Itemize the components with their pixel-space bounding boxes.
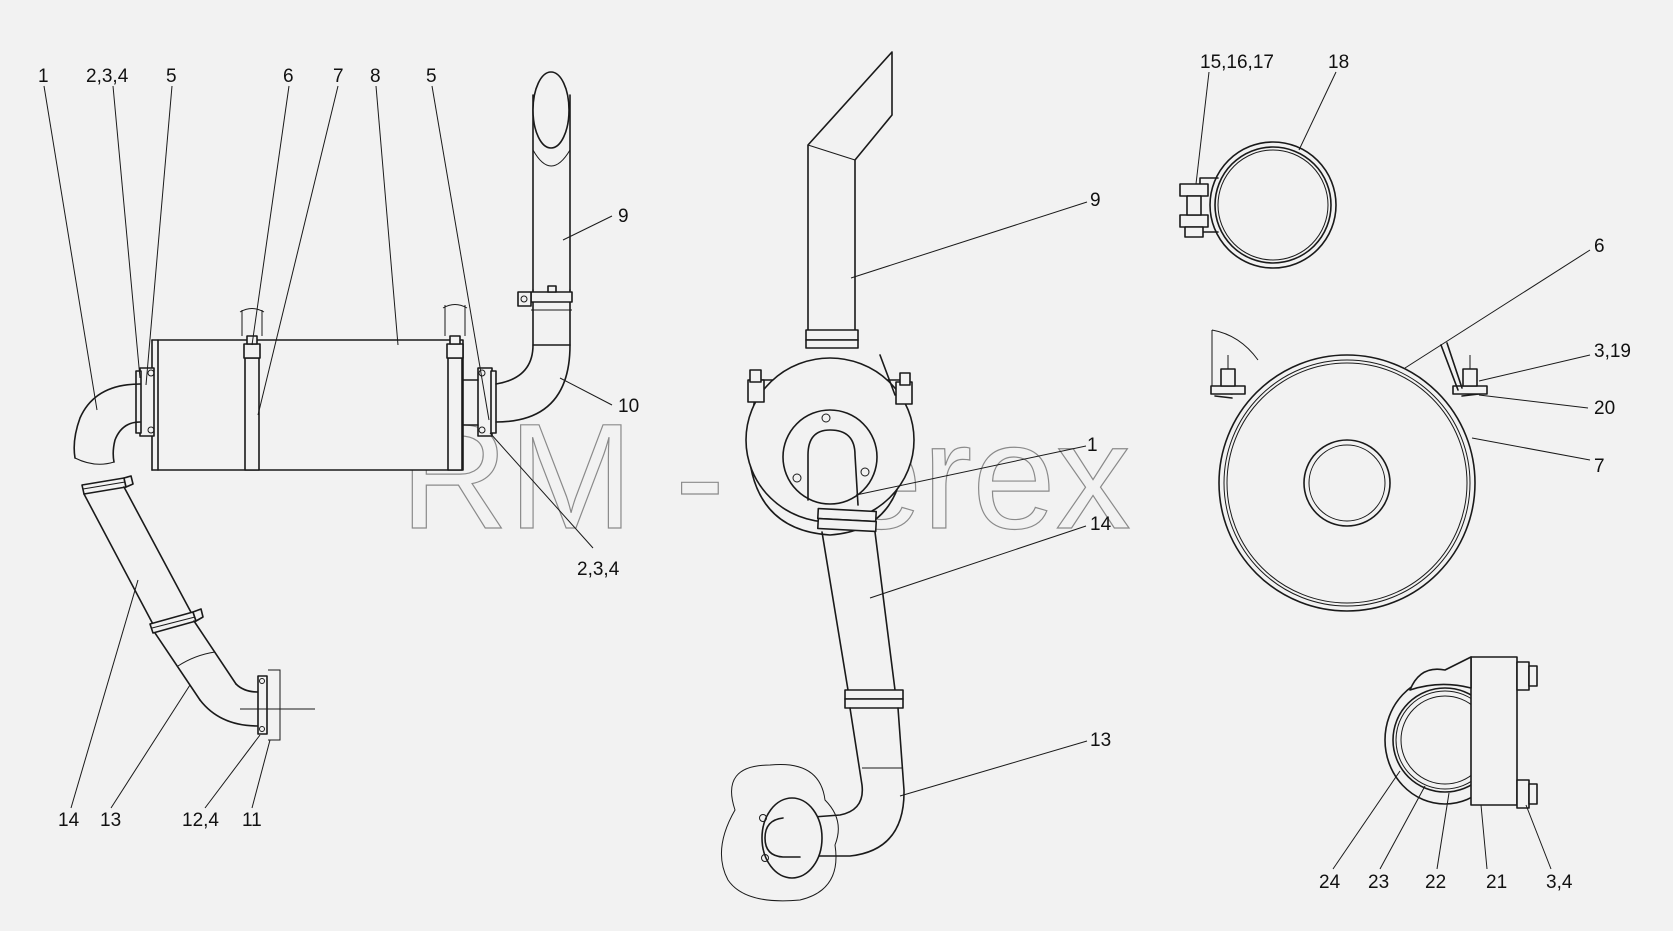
callout-3-19: 3,19	[1594, 341, 1631, 362]
muffler-end-view	[1210, 329, 1488, 612]
callout-5: 5	[166, 66, 177, 87]
callout-24: 24	[1319, 872, 1341, 893]
callout-7-end: 7	[1594, 456, 1605, 477]
muffler-body	[157, 339, 464, 471]
callout-21: 21	[1486, 872, 1507, 893]
callout-15-16-17: 15,16,17	[1200, 52, 1274, 73]
callout-9: 9	[618, 206, 629, 227]
callout-2-3-4: 2,3,4	[86, 66, 129, 87]
support-clamp-view	[1384, 656, 1538, 809]
callout-1-front: 1	[1087, 435, 1098, 456]
callout-13: 13	[100, 810, 121, 831]
callout-13-front: 13	[1090, 730, 1111, 751]
callout-22: 22	[1425, 872, 1446, 893]
callout-1: 1	[38, 66, 49, 87]
side-view	[73, 71, 573, 741]
callout-14-front: 14	[1090, 514, 1112, 535]
callout-12-4: 12,4	[182, 810, 219, 831]
callout-5-right: 5	[426, 66, 437, 87]
callout-9-front: 9	[1090, 190, 1101, 211]
callout-10: 10	[618, 396, 639, 417]
front-view	[720, 51, 915, 902]
callout-18: 18	[1328, 52, 1349, 73]
clamp-view	[1179, 141, 1337, 269]
callout-6-end: 6	[1594, 236, 1605, 257]
leader-lines	[43, 71, 1591, 870]
callout-7: 7	[333, 66, 344, 87]
callout-11: 11	[242, 810, 262, 831]
callout-8: 8	[370, 66, 381, 87]
callout-6: 6	[283, 66, 294, 87]
callout-3-4: 3,4	[1546, 872, 1573, 893]
callout-23: 23	[1368, 872, 1389, 893]
callout-labels: 1 2,3,4 5 6 7 8 5 9 10 2,3,4 14 13 12,4 …	[38, 52, 1631, 893]
callout-14: 14	[58, 810, 80, 831]
callout-2-3-4-lower: 2,3,4	[577, 559, 620, 580]
callout-20: 20	[1594, 398, 1615, 419]
